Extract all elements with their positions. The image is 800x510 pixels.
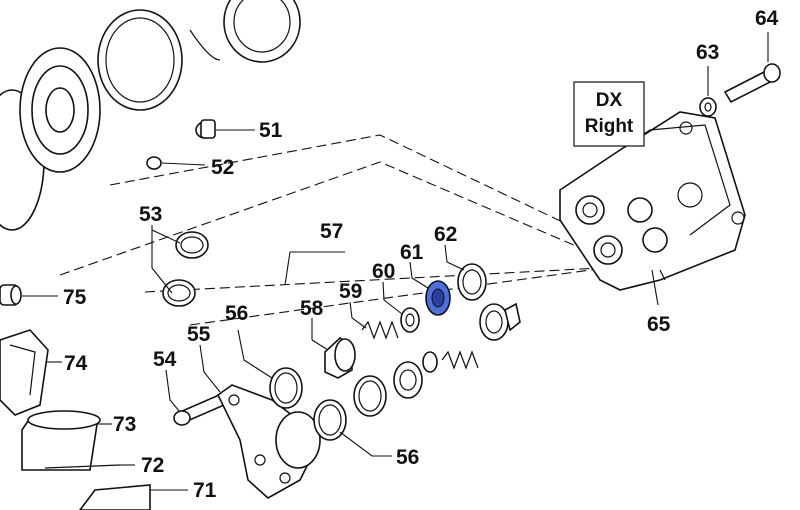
callout-75: 75 [63,286,87,309]
callout-59: 59 [339,280,362,303]
part-55-valve-cover [199,344,321,499]
part-52-oring [146,156,206,170]
callout-56-top: 56 [225,302,248,325]
part-51-plug [195,119,255,139]
part-75-fitting [0,284,58,306]
part-64-screw [723,32,781,104]
callout-53: 53 [139,203,162,226]
part-62-oring [444,244,487,301]
part-63-washer [699,66,717,117]
direction-line2: Right [585,116,634,137]
part-60-valve [382,281,420,333]
callout-57: 57 [320,220,343,243]
part-61-highlighted-ring [409,261,451,316]
callout-73: 73 [113,413,136,436]
part-71-piston [79,484,188,510]
direction-box: DX Right [573,81,645,147]
part-58-valve-seat [311,318,356,379]
direction-line1: DX [596,90,623,111]
callout-54: 54 [153,348,177,371]
part-73-cylinder [21,410,112,471]
part-72-ring [44,464,135,469]
callout-52: 52 [211,156,234,179]
callout-60: 60 [372,260,395,283]
callout-55: 55 [187,323,211,346]
callout-62: 62 [434,223,457,246]
part-74-bracket [0,329,62,416]
part-57-group-leader [284,251,345,286]
callout-64: 64 [755,7,779,30]
part-53-orings [151,225,209,307]
callout-65: 65 [647,313,671,336]
callout-labels: 51 52 53 54 55 56 56 57 58 59 60 61 62 6… [63,7,779,502]
lower-valve-assembly [393,302,521,399]
callout-71: 71 [193,479,217,502]
callout-51: 51 [259,119,283,142]
part-59-spring [349,301,399,340]
bearing-assembly [0,0,301,231]
callout-74: 74 [64,352,88,375]
callout-58: 58 [300,297,324,320]
part-56-orings [237,329,392,457]
callout-61: 61 [400,241,424,264]
callout-56-bottom: 56 [396,446,419,469]
callout-72: 72 [141,454,164,477]
callout-63: 63 [696,41,719,64]
